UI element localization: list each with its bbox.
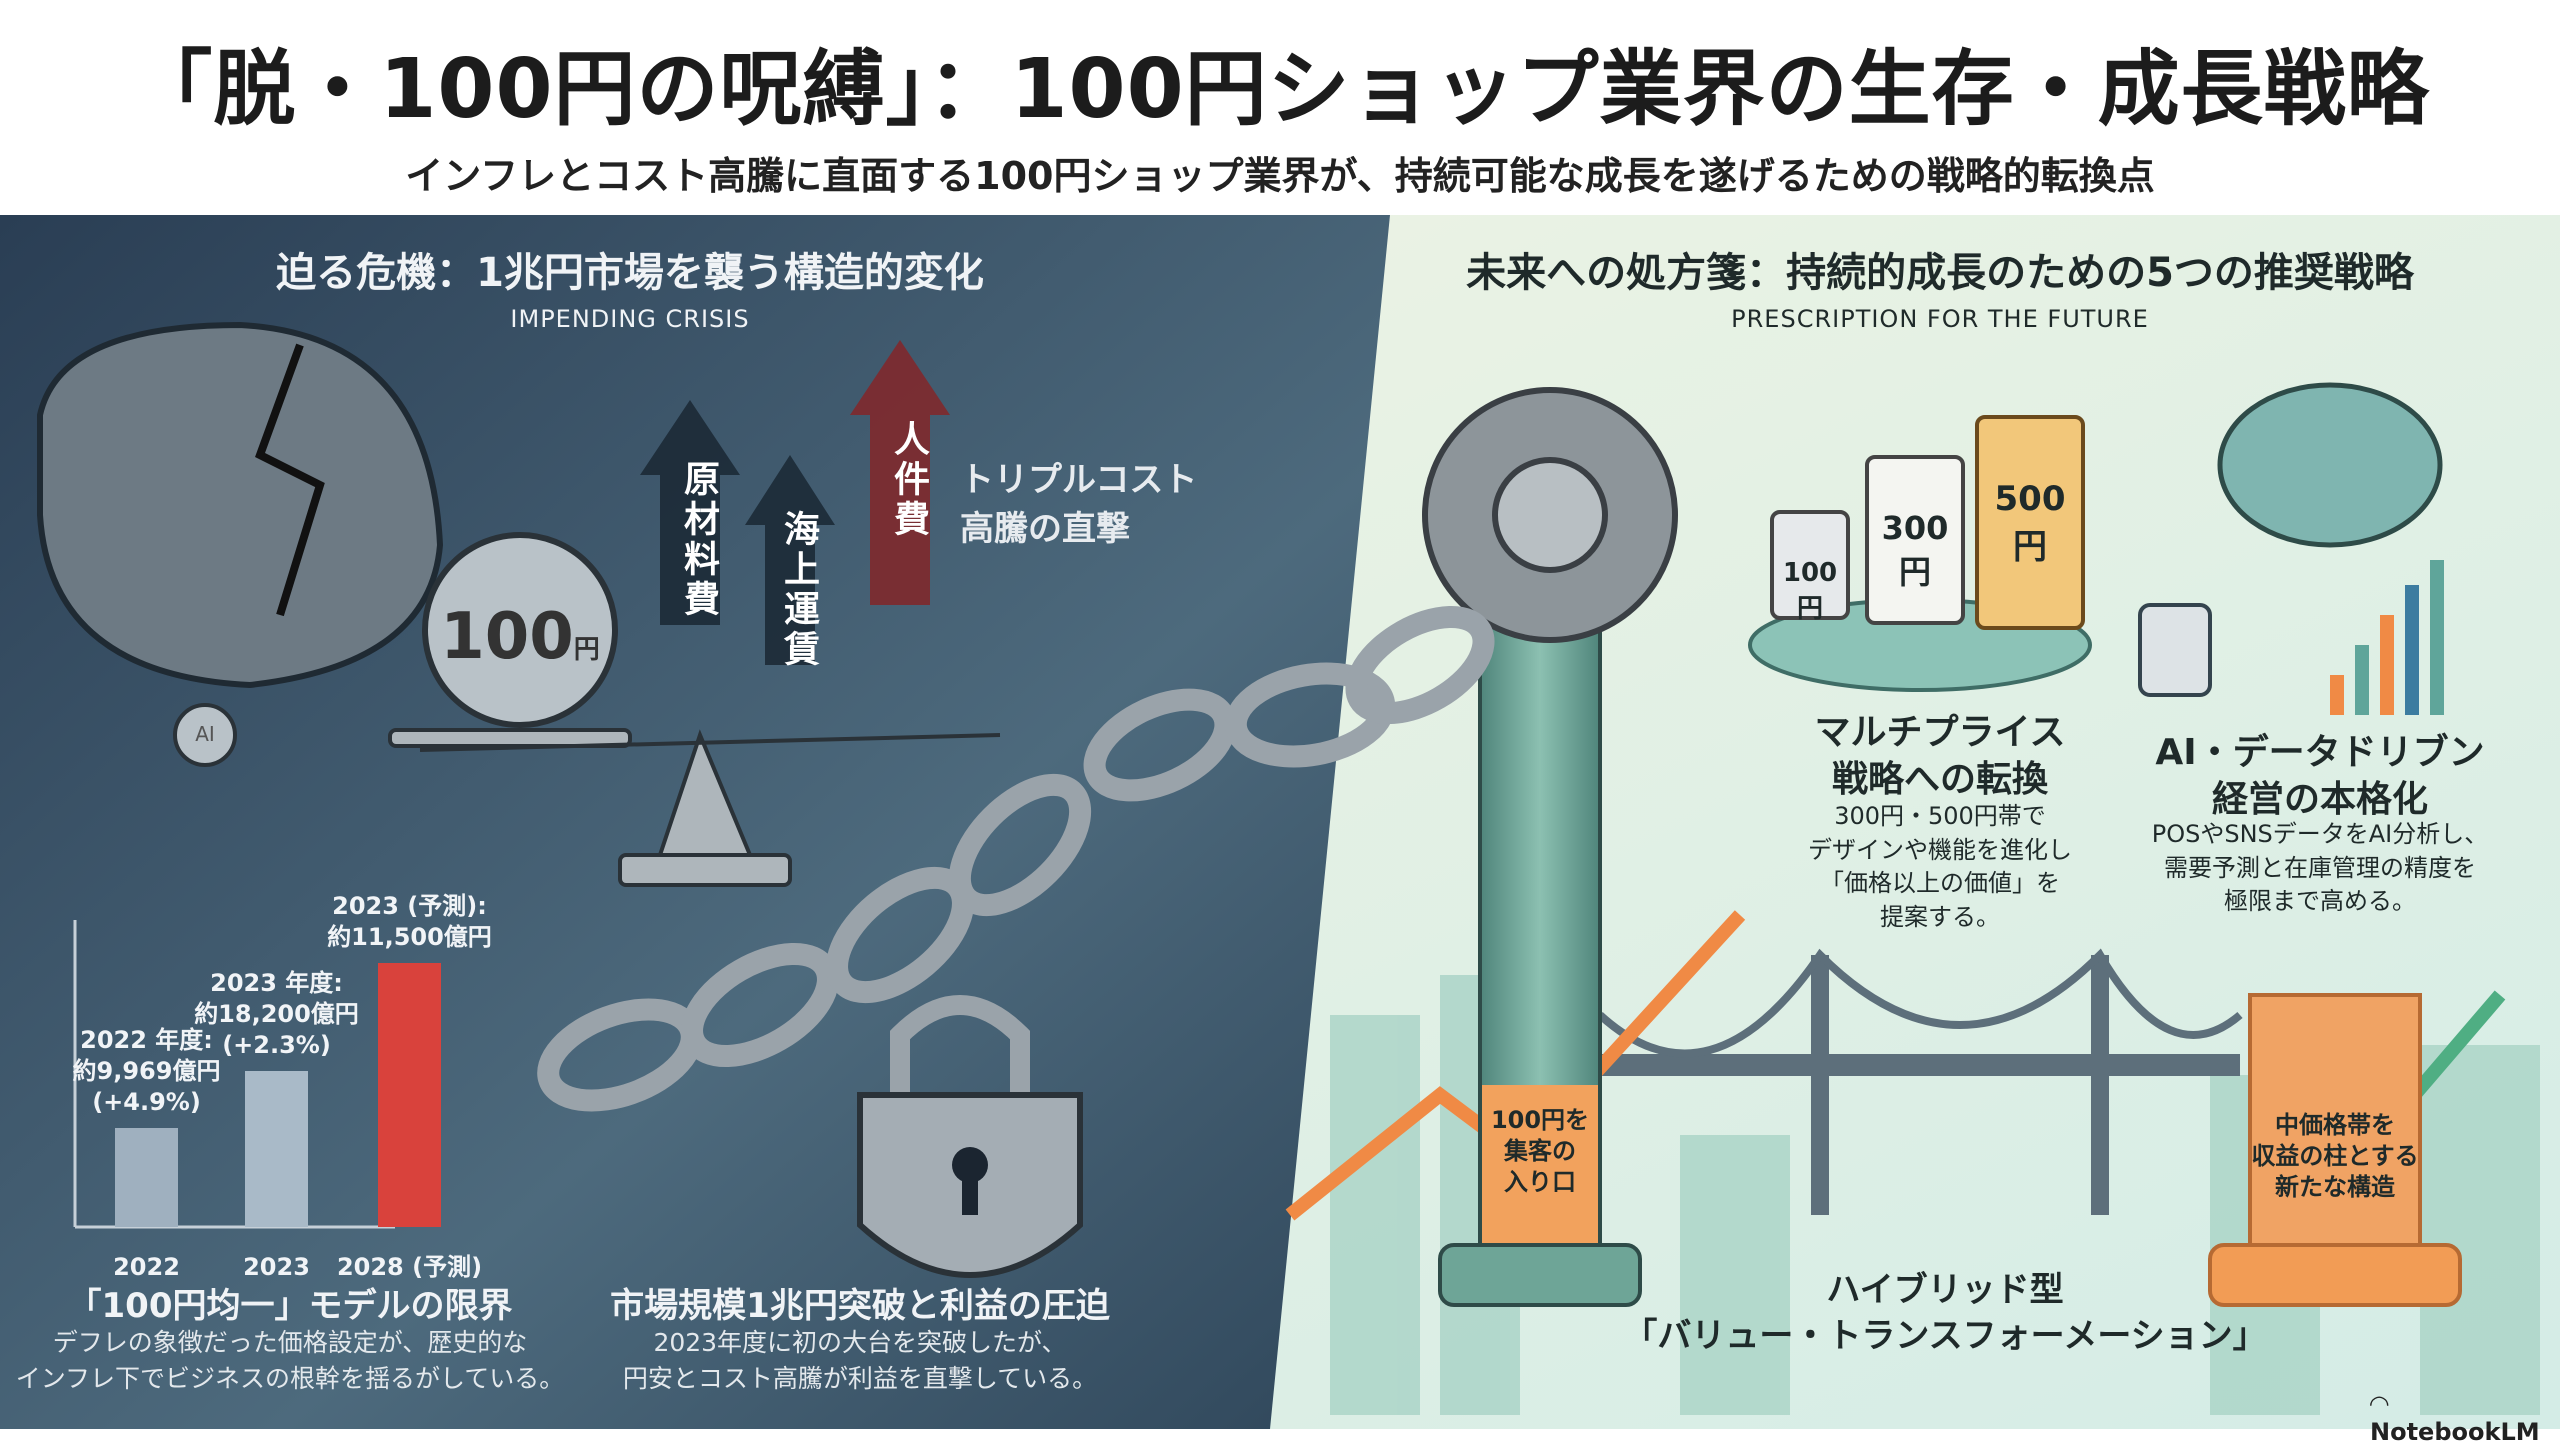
chart-data-label-line: (+2.3%) xyxy=(222,1031,331,1060)
block2-body-line1: 2023年度に初の大台を突破したが、 xyxy=(653,1328,1067,1357)
chart-data-label-line: 2022 年度: xyxy=(80,1026,213,1054)
pillar-left-line: 集客の xyxy=(1504,1137,1576,1166)
strategy-ai-body: POSやSNSデータをAI分析し、需要予測と在庫管理の精度を極限まで高める。 xyxy=(2120,818,2520,919)
database-icon xyxy=(2138,603,2212,697)
crisis-heading: 迫る危機：1兆円市場を襲う構造的変化 xyxy=(276,250,984,296)
block2-title: 市場規模1兆円突破と利益の圧迫 xyxy=(610,1286,1110,1326)
background-illustration xyxy=(0,215,2560,1429)
chart-data-label: 2023 (予測): 約11,500億円 xyxy=(308,891,511,953)
pillar-left-label: 100円を集客の入り口 xyxy=(1482,1105,1598,1199)
analytics-bars-icon xyxy=(2330,560,2444,715)
hybrid-caption-line1: ハイブリッド型 xyxy=(1826,1270,2064,1310)
cost-label-labor: 人件費 xyxy=(888,420,929,540)
chain-icon xyxy=(537,605,1495,1112)
pillar-right-label: 中価格帯を収益の柱とする新たな構造 xyxy=(2250,1110,2420,1204)
cracked-purse-icon xyxy=(37,321,444,689)
block1-body: デフレの象徴だった価格設定が、歴史的なインフレ下でビジネスの根幹を揺るがしている… xyxy=(0,1325,580,1398)
triple-cost-line2: 高騰の直撃 xyxy=(960,509,1130,549)
block1-body-line2: インフレ下でビジネスの根幹を揺るがしている。 xyxy=(15,1364,565,1394)
strategy2-body-line: 極限まで高める。 xyxy=(2224,887,2416,916)
page-title: 「脱・100円の呪縛」：100円ショップ業界の生存・成長戦略 xyxy=(130,42,2430,137)
market-size-chart xyxy=(73,920,441,1229)
padlock-icon xyxy=(857,995,1083,1278)
coin-value: 100円 xyxy=(440,600,600,674)
pillar-left-line: 100円を xyxy=(1490,1106,1590,1134)
chart-data-label: 2022 年度: 約9,969億円(+4.9%) xyxy=(45,1025,248,1119)
strategy1-title-line2: 戦略への転換 xyxy=(1831,758,2048,800)
chart-x-label: 2022 xyxy=(113,1253,180,1281)
hybrid-caption: ハイブリッド型「バリュー・トランスフォーメーション」 xyxy=(1600,1268,2290,1360)
strategy2-title-line1: AI・データドリブン xyxy=(2155,732,2485,773)
strategy-multiprice-body: 300円・500円帯でデザインや機能を進化し「価格以上の価値」を提案する。 xyxy=(1760,800,2120,934)
chart-data-label-line: 約9,969億円 xyxy=(72,1057,221,1086)
strategy2-body-line: 需要予測と在庫管理の精度を xyxy=(2164,853,2476,882)
pillar-mid-price xyxy=(2208,993,2462,1307)
chart-bar-2028 xyxy=(378,963,441,1227)
block1-title: 「100円均一」モデルの限界 xyxy=(67,1286,513,1326)
block2-body: 2023年度に初の大台を突破したが、円安とコスト高騰が利益を直撃している。 xyxy=(580,1325,1140,1398)
strategy1-body-line: 「価格以上の価値」を xyxy=(1820,869,2060,898)
chart-bar-2022 xyxy=(115,1128,178,1227)
cost-label-materials: 原材料費 xyxy=(678,460,719,620)
block2-body-line2: 円安とコスト高騰が利益を直撃している。 xyxy=(622,1364,1098,1394)
bridge-icon xyxy=(1597,948,2243,1215)
strategy1-body-line: 提案する。 xyxy=(1880,902,2000,931)
balance-scale-icon xyxy=(388,728,1001,887)
prescription-heading: 未来への処方箋：持続的成長のための5つの推奨戦略 xyxy=(1466,250,2414,296)
price-tag-100: 100円 xyxy=(1770,510,1850,624)
block1-body-line1: デフレの象徴だった価格設定が、歴史的な xyxy=(52,1328,528,1357)
chart-x-label: 2023 xyxy=(243,1253,310,1281)
chart-data-label: 2023 年度: 約18,200億円(+2.3%) xyxy=(175,968,378,1062)
strategy2-title-line2: 経営の本格化 xyxy=(2211,778,2428,820)
chart-data-label-line: 約11,500億円 xyxy=(327,923,492,952)
brain-icon xyxy=(2217,382,2443,548)
chart-data-label-line: 2023 年度: xyxy=(210,969,343,997)
100-yen-coin xyxy=(422,532,618,728)
page-subtitle: インフレとコスト高騰に直面する100円ショップ業界が、持続可能な成長を遂げるため… xyxy=(405,154,2155,198)
strategy1-body-line: デザインや機能を進化し xyxy=(1808,835,2072,864)
crisis-heading-en: IMPENDING CRISIS xyxy=(510,305,750,333)
notebooklm-logo-icon: ◠ xyxy=(2370,1390,2389,1418)
cost-label-shipping: 海上運賃 xyxy=(778,510,819,670)
strategy1-title-line1: マルチプライス xyxy=(1814,712,2066,753)
small-coin xyxy=(173,703,237,767)
chart-data-label-line: (+4.9%) xyxy=(92,1088,201,1117)
pillar-right-line: 中価格帯を xyxy=(2275,1111,2395,1139)
price-tag-500: 500円 xyxy=(1975,415,2085,630)
chart-x-label: 2028 (予測) xyxy=(336,1253,483,1281)
pillar-right-line: 収益の柱とする xyxy=(2251,1142,2419,1171)
coin-number: 100 xyxy=(440,600,574,674)
strategy1-body-line: 300円・500円帯で xyxy=(1834,802,2046,830)
header xyxy=(0,0,2560,215)
small-coin-label: AI xyxy=(195,722,215,746)
strategy-ai-title: AI・データドリブン経営の本格化 xyxy=(2120,730,2520,824)
prescription-heading-en: PRESCRIPTION FOR THE FUTURE xyxy=(1731,305,2149,333)
pillar-100yen xyxy=(1438,533,1642,1307)
brand-label: NotebookLM xyxy=(2370,1418,2540,1446)
triple-cost-line1: トリプルコスト xyxy=(960,460,1198,500)
chart-data-label-line: 2023 (予測): xyxy=(332,892,487,920)
coin-unit: 円 xyxy=(573,635,600,665)
strategy-multiprice-title: マルチプライス戦略への転換 xyxy=(1760,710,2120,804)
chart-bar-2023 xyxy=(245,1071,308,1227)
triple-cost-caption: トリプルコスト高騰の直撃 xyxy=(960,452,1220,550)
rising-cost-arrows xyxy=(640,340,950,665)
pillar-left-line: 入り口 xyxy=(1504,1168,1576,1197)
hybrid-caption-line2: 「バリュー・トランスフォーメーション」 xyxy=(1623,1315,2267,1356)
notebooklm-brand: ◠ NotebookLM xyxy=(2370,1390,2560,1446)
strategy2-body-line: POSやSNSデータをAI分析し、 xyxy=(2151,820,2489,848)
price-tag-300: 300円 xyxy=(1865,455,1965,625)
chart-data-label-line: 約18,200億円 xyxy=(194,1000,359,1029)
pillar-right-line: 新たな構造 xyxy=(2275,1173,2395,1202)
